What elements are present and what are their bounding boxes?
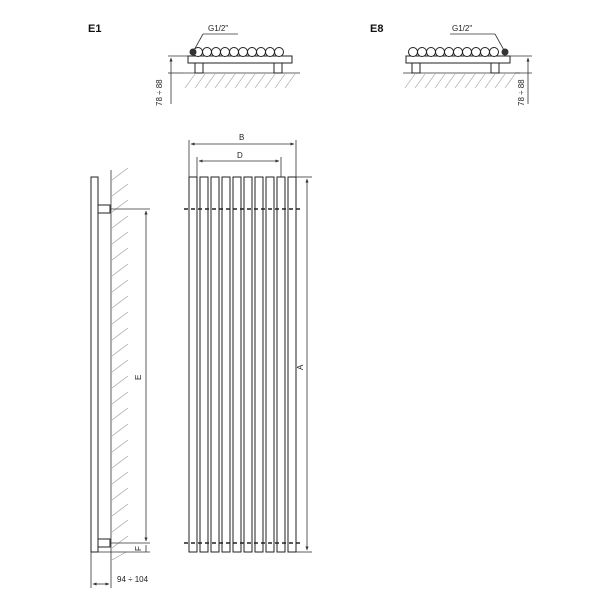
- wall-distance-label: 94 ÷ 104: [117, 575, 149, 584]
- side-wall-hatch: [111, 167, 129, 561]
- f-label: F: [134, 546, 143, 551]
- e1-collector: [187, 55, 293, 64]
- e1-tubes: [193, 47, 284, 57]
- front-view: B D A: [184, 133, 312, 553]
- e1-bracket-right: [273, 61, 283, 74]
- d-label: D: [237, 151, 243, 160]
- a-label: A: [296, 364, 305, 370]
- e1-top-view: E1 G1/2" 78 ÷ 8: [88, 23, 300, 106]
- e8-bracket-right: [490, 61, 500, 74]
- side-bottom-connection: [97, 538, 111, 548]
- e1-code: E1: [88, 23, 101, 35]
- e1-depth-label: 78 ÷ 88: [155, 79, 164, 106]
- e8-wall-hatch: [404, 73, 516, 89]
- e8-code: E8: [370, 23, 383, 35]
- front-tubes: [188, 176, 297, 553]
- b-label: B: [239, 133, 244, 142]
- e1-bracket-left: [194, 61, 204, 74]
- e8-thread-label: G1/2": [452, 24, 472, 33]
- e8-bracket-left: [411, 61, 421, 74]
- side-view: E F 94 ÷ 104: [90, 167, 150, 588]
- e8-top-view: E8 G1/2" 78 ÷ 88: [370, 23, 532, 106]
- e1-wall-hatch: [184, 73, 296, 89]
- e1-thread-label: G1/2": [208, 24, 228, 33]
- e8-depth-label: 78 ÷ 88: [517, 79, 526, 106]
- e1-leader: [192, 33, 204, 53]
- e8-collector: [405, 55, 511, 64]
- e8-tubes: [408, 47, 499, 57]
- side-radiator-tube: [90, 176, 99, 553]
- e-label: E: [134, 375, 143, 380]
- side-top-connection: [97, 204, 111, 214]
